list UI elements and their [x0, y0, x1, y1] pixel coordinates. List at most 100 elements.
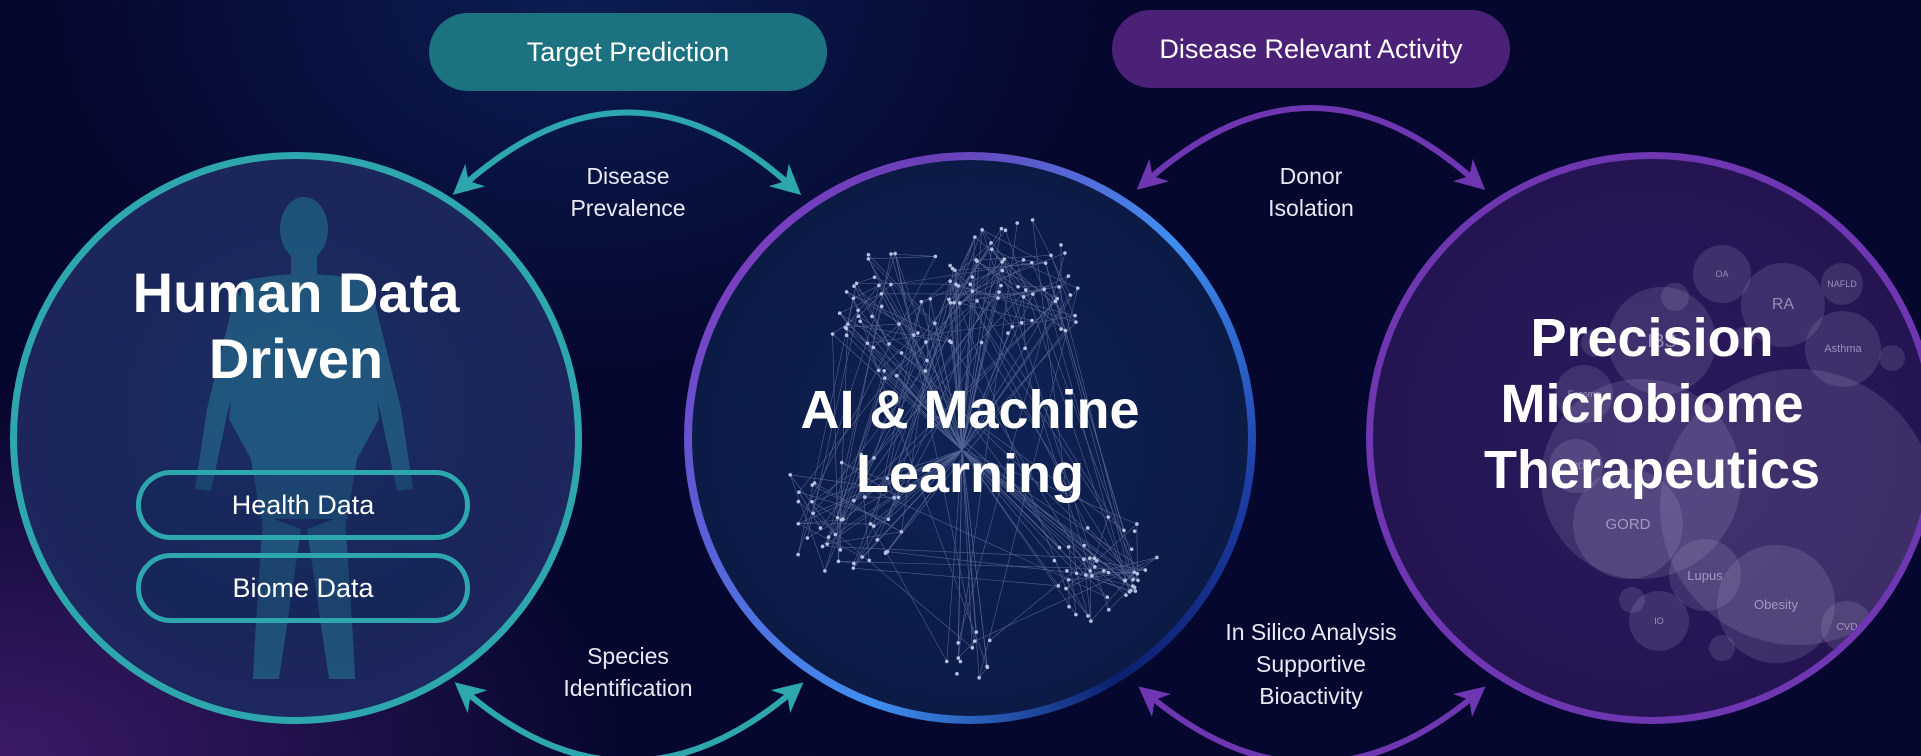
network-node: [1106, 515, 1111, 519]
bubble-ibs: IBS: [1608, 287, 1716, 395]
network-node: [879, 304, 884, 309]
network-node: [970, 645, 975, 650]
network-node: [858, 319, 862, 324]
network-node: [1085, 526, 1090, 530]
bubble-eczema: Eczema: [1555, 365, 1613, 423]
network-node: [1015, 221, 1020, 225]
network-node: [883, 550, 888, 554]
bubble-obesity: Obesity: [1717, 545, 1835, 663]
network-node: [1082, 543, 1086, 548]
network-node: [871, 345, 876, 350]
network-node: [1000, 268, 1005, 273]
network-node: [836, 559, 841, 564]
network-node: [1019, 320, 1024, 325]
network-node: [810, 499, 814, 504]
network-node: [1002, 257, 1007, 262]
network-node: [1105, 595, 1110, 599]
arc-top-left: [452, 109, 802, 195]
network-node: [826, 535, 831, 539]
network-node: [1030, 218, 1035, 222]
network-node: [892, 482, 896, 487]
network-node: [866, 252, 871, 257]
precision-microbiome-title: Precision Microbiome Therapeutics: [1483, 308, 1821, 500]
network-node: [797, 490, 801, 495]
human-figure-illustration: [195, 197, 413, 679]
disease-relevant-activity-pill: Disease Relevant Activity: [1112, 10, 1510, 88]
network-node: [894, 373, 899, 378]
network-node: [1090, 574, 1094, 578]
network-node: [956, 656, 961, 660]
network-node: [996, 296, 1000, 300]
network-node: [999, 226, 1004, 231]
network-node: [899, 351, 904, 355]
network-node: [987, 638, 992, 643]
network-node: [970, 289, 975, 294]
network-node: [877, 283, 881, 288]
network-node: [944, 659, 949, 664]
network-node: [970, 275, 975, 279]
network-node: [974, 258, 978, 262]
network-node: [859, 452, 864, 457]
network-node: [846, 322, 850, 326]
network-node: [1143, 568, 1148, 572]
network-node: [876, 368, 881, 373]
network-node: [1129, 588, 1133, 593]
network-node: [866, 257, 871, 261]
bubble-ra: RA: [1741, 263, 1825, 347]
network-node: [1074, 571, 1079, 576]
network-node: [1010, 324, 1015, 329]
network-node: [1107, 607, 1111, 612]
network-node: [1000, 260, 1004, 264]
network-node: [1057, 545, 1062, 550]
network-node: [851, 566, 856, 570]
ai-machine-learning-circle: AI & Machine Learning: [684, 152, 1256, 724]
network-node: [956, 641, 961, 645]
network-node: [957, 301, 962, 305]
network-node: [852, 498, 856, 503]
network-node: [1101, 569, 1106, 573]
network-node: [882, 368, 886, 373]
network-node: [883, 376, 887, 380]
network-node: [974, 630, 979, 634]
network-node: [1133, 589, 1138, 593]
bubble-dot: [1581, 329, 1609, 357]
network-node: [955, 672, 959, 676]
network-node: [851, 296, 856, 301]
network-node: [916, 331, 920, 335]
network-node: [1064, 586, 1068, 591]
network-node: [1016, 285, 1020, 289]
network-node: [870, 314, 874, 319]
network-node: [886, 517, 891, 522]
network-node: [1106, 570, 1111, 575]
arc-label-species-identification: Species Identification: [563, 643, 693, 701]
network-node: [1057, 285, 1061, 289]
network-node: [948, 263, 952, 268]
network-node: [1055, 296, 1060, 301]
network-node: [1084, 573, 1088, 577]
precision-microbiome-circle: OA NAFLD IBS RA Asthma Eczema T2D GORD L…: [1366, 152, 1921, 724]
bubble-lupus: Lupus: [1669, 539, 1741, 611]
network-node: [989, 247, 994, 251]
network-node: [1065, 569, 1069, 573]
network-node: [1067, 604, 1071, 609]
network-node: [1023, 346, 1027, 351]
arc-bottom-right: [1138, 686, 1486, 756]
network-node: [1124, 593, 1128, 597]
network-node: [835, 515, 840, 520]
network-node: [980, 228, 984, 232]
network-node: [805, 536, 810, 540]
network-node: [953, 268, 957, 273]
network-node: [1063, 328, 1068, 333]
network-node: [956, 284, 961, 288]
network-node: [812, 481, 817, 485]
biome-data-pill: Biome Data: [136, 553, 470, 623]
network-node: [856, 308, 860, 313]
network-node: [1053, 299, 1058, 304]
network-node: [947, 297, 951, 302]
network-node: [1074, 612, 1078, 617]
bubble-asthma: Asthma: [1805, 311, 1881, 387]
network-node: [887, 342, 891, 346]
network-node: [879, 292, 884, 296]
network-node: [1042, 287, 1046, 292]
